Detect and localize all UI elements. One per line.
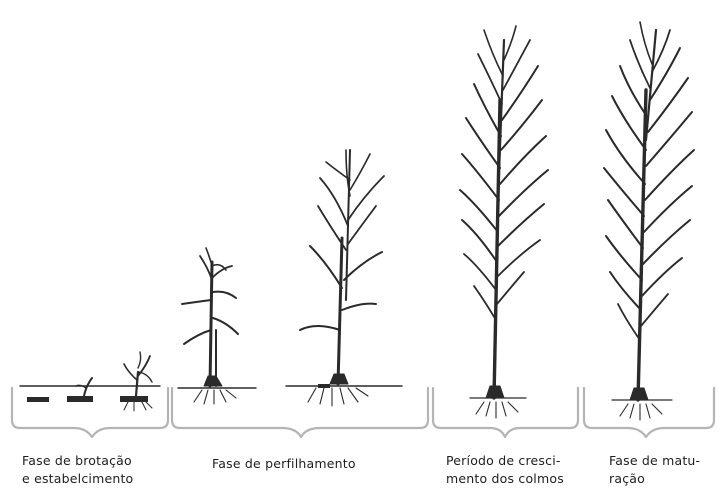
phase-4-plant: [604, 22, 694, 420]
roots: [194, 390, 236, 404]
phase-label-maturation: Fase de matu- ração: [609, 452, 700, 488]
phase-label-line: Período de cresci-: [446, 452, 564, 470]
roots: [308, 388, 368, 406]
stalk-cutting: [67, 396, 93, 402]
bracket-1: [12, 388, 168, 437]
phase-3-plant: [460, 26, 548, 418]
phase-label-tillering: Fase de perfilhamento: [212, 455, 356, 473]
phase-label-line: e estabelcimento: [22, 470, 133, 488]
bracket-2: [172, 388, 428, 437]
phase-brackets: [12, 388, 714, 437]
phase-1-sprouting: [20, 352, 160, 411]
phase-label-line: mento dos colmos: [446, 470, 564, 488]
phase-label-line: Fase de perfilhamento: [212, 455, 356, 473]
phase-2-plant-large: [286, 150, 402, 406]
phase-label-line: Fase de matu-: [609, 452, 700, 470]
phase-label-stalk-growth: Período de cresci- mento dos colmos: [446, 452, 564, 488]
phase-label-line: ração: [609, 470, 700, 488]
phase-label-line: Fase de brotação: [22, 452, 133, 470]
roots: [620, 404, 662, 420]
roots: [476, 402, 518, 418]
roots: [124, 402, 152, 411]
phase-label-sprouting: Fase de brotação e estabelcimento: [22, 452, 133, 488]
phase-2-plant-small: [178, 248, 256, 404]
stalk-cutting: [27, 397, 49, 402]
stalk: [338, 238, 342, 384]
stalk-cutting: [120, 396, 148, 402]
